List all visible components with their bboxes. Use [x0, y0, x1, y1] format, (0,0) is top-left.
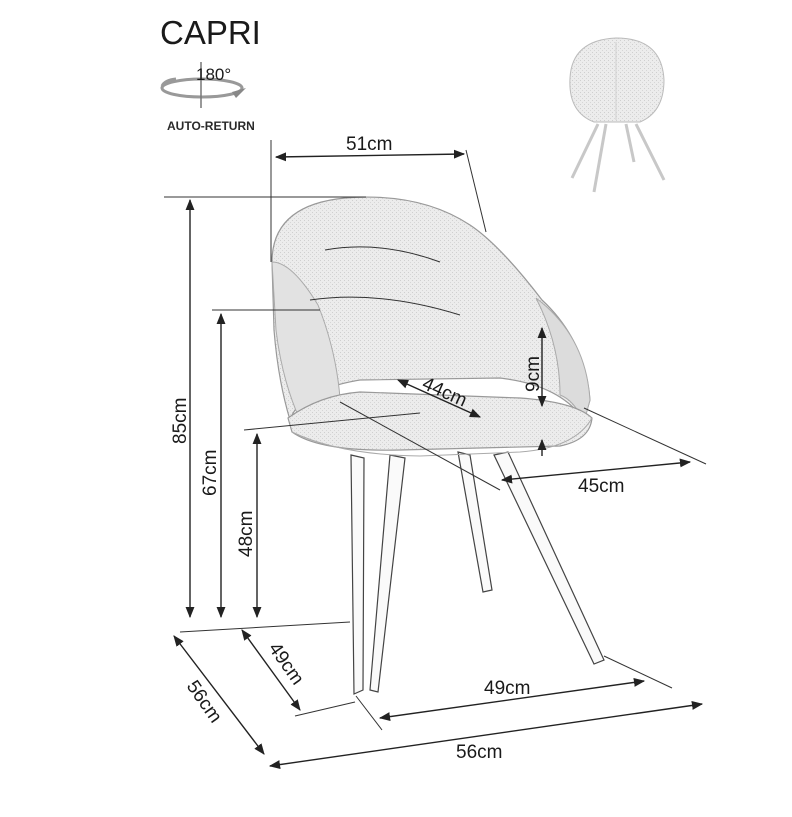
label-leg-width: 49cm: [484, 678, 530, 699]
chair-back-view-thumbnail: [569, 37, 666, 193]
label-width-top: 51cm: [346, 134, 392, 155]
leg-front-left: [350, 454, 365, 695]
label-base-width: 56cm: [456, 742, 502, 763]
rotation-icon: [160, 62, 246, 108]
auto-return-label: AUTO-RETURN: [167, 119, 255, 133]
label-seat-width: 45cm: [578, 476, 624, 497]
label-leg-depth: 49cm: [264, 639, 308, 689]
leg-back-left: [369, 454, 406, 693]
label-base-depth: 56cm: [182, 677, 226, 727]
label-armrest-height: 67cm: [200, 450, 221, 496]
label-total-height: 85cm: [170, 398, 191, 444]
rotation-degrees: 180°: [196, 65, 231, 84]
label-armrest-to-seat: 9cm: [523, 356, 544, 392]
left-armrest: [271, 261, 341, 421]
chair-illustration: [271, 196, 605, 695]
label-seat-height: 48cm: [236, 511, 257, 557]
leg-back-right: [457, 451, 493, 593]
product-title: CAPRI: [160, 14, 261, 51]
